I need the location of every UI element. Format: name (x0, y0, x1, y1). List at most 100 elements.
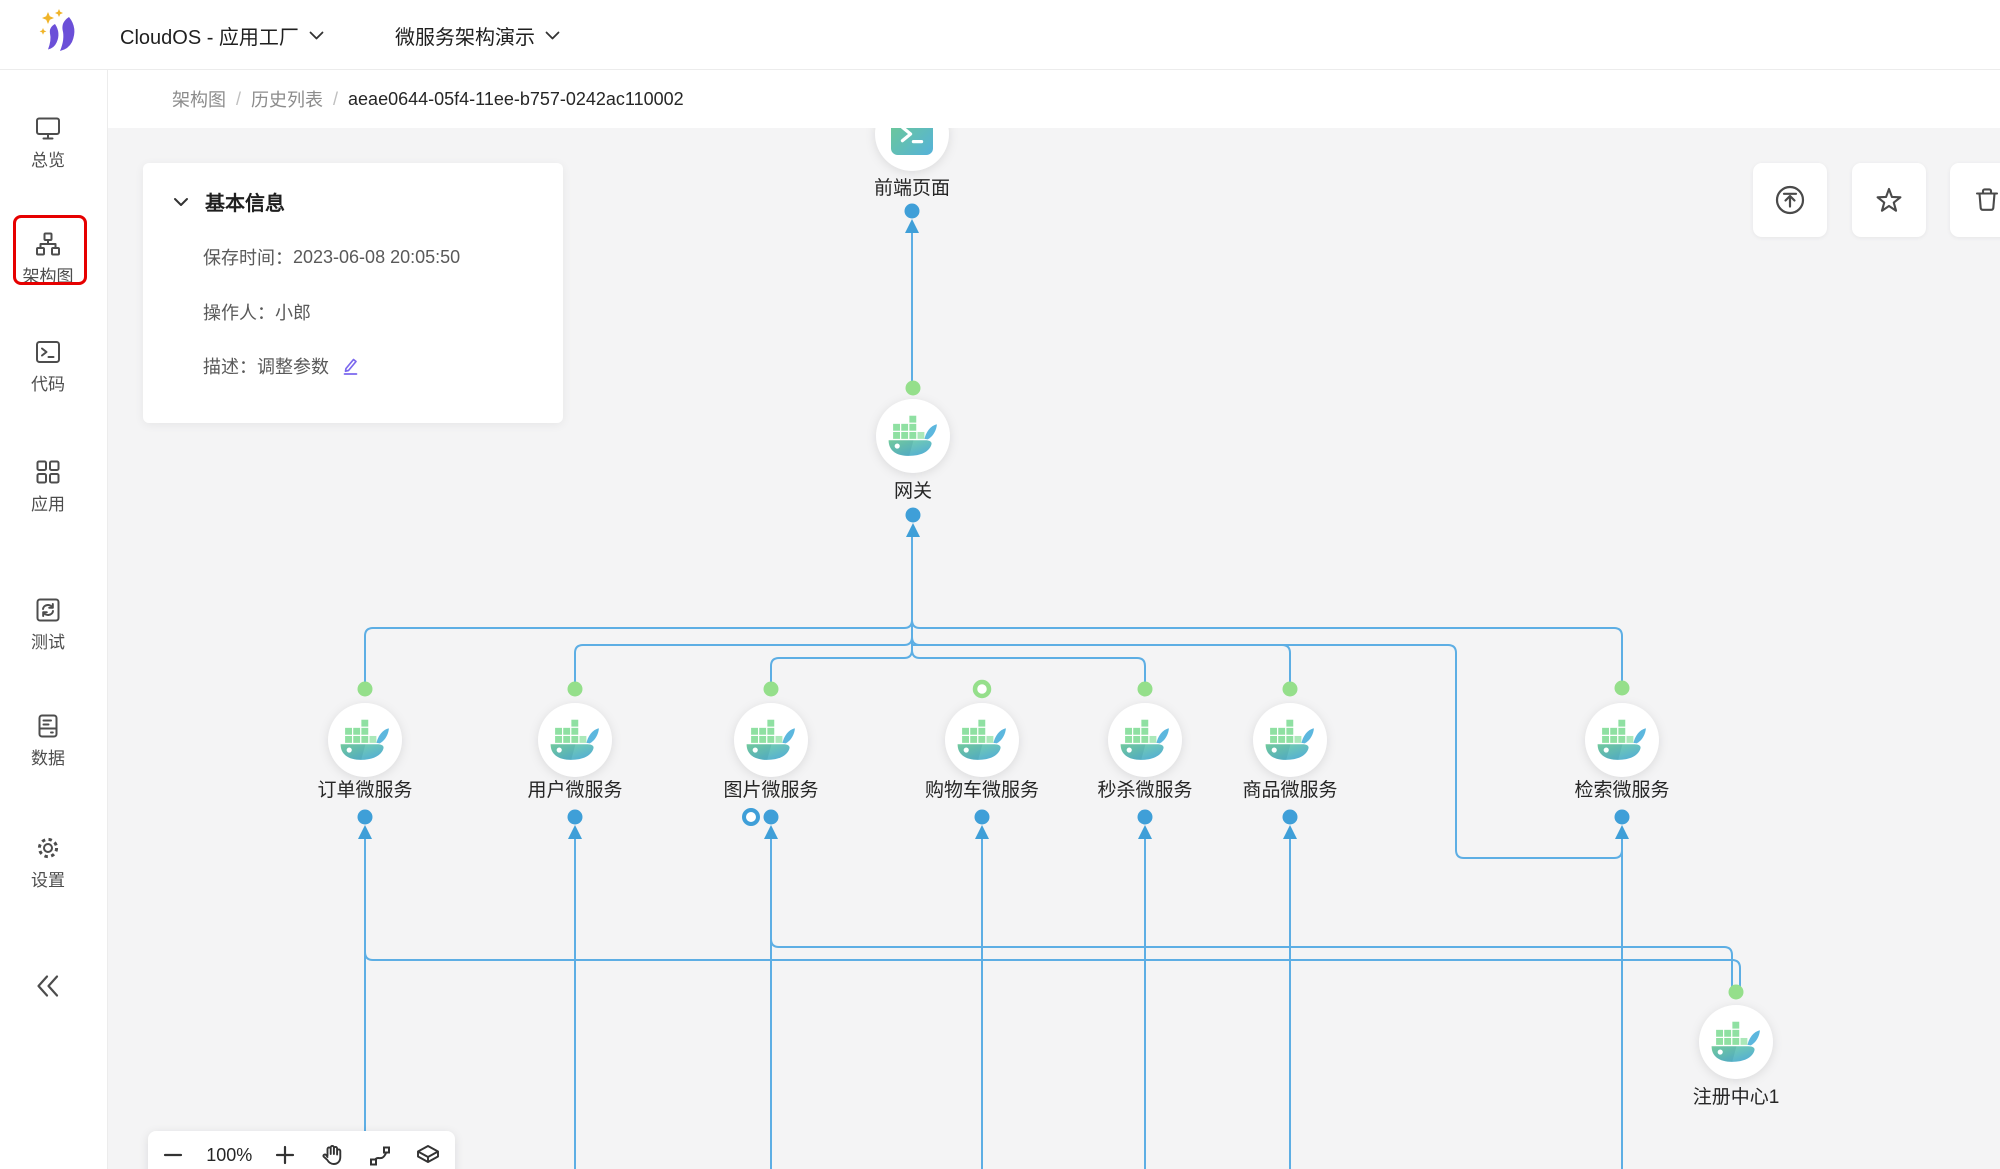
node-seckill[interactable] (1108, 703, 1182, 777)
app-switcher[interactable]: CloudOS - 应用工厂 (120, 0, 324, 70)
user-avatar-icon[interactable] (1986, 6, 2000, 50)
node-cart[interactable] (945, 703, 1019, 777)
sidebar-item-label: 架构图 (22, 267, 74, 286)
node-search[interactable] (1585, 703, 1659, 777)
node-image[interactable] (734, 703, 808, 777)
sidebar-item-code[interactable]: 代码 (0, 338, 96, 395)
arrow-user (568, 825, 582, 839)
port-top-image (763, 681, 779, 697)
port-bottom-seckill (1137, 809, 1153, 825)
arrow-cart (975, 825, 989, 839)
port-top-order (357, 681, 373, 697)
breadcrumb-section[interactable]: 架构图 (172, 90, 226, 110)
sidebar-item-label: 设置 (31, 871, 65, 890)
star-icon (1876, 187, 1902, 212)
breadcrumb: 架构图 / 历史列表 / aeae0644-05f4-11ee-b757-024… (108, 70, 2000, 128)
breadcrumb-current-id: aeae0644-05f4-11ee-b757-0242ac110002 (348, 88, 684, 109)
terminal-icon (36, 341, 60, 363)
breadcrumb-separator: / (333, 88, 339, 109)
node-gateway[interactable] (876, 399, 950, 473)
port-bottom-product (1282, 809, 1298, 825)
connection-tool-button[interactable] (367, 1142, 393, 1168)
breadcrumb-history-list[interactable]: 历史列表 (251, 90, 324, 110)
sidebar-item-architecture[interactable]: 架构图 (0, 230, 96, 287)
port-bottom-user (567, 809, 583, 825)
info-card-title: 基本信息 (205, 193, 285, 215)
port-bottom-image (763, 809, 779, 825)
favorite-button[interactable] (1852, 163, 1926, 237)
node-frontend[interactable] (875, 128, 949, 171)
info-label: 操作人： (203, 303, 275, 323)
edge-branch-into-search[interactable] (911, 644, 1623, 859)
edge-registry-bus-lower[interactable] (364, 838, 1741, 989)
edit-pencil-icon[interactable] (341, 357, 360, 376)
trash-icon (1975, 188, 1999, 211)
port-top-user (567, 681, 583, 697)
port-extra-image (742, 808, 760, 826)
diagram-canvas[interactable]: 前端页面网关订单微服务用户微服务图片微服务购物车微服务秒杀微服务商品微服务检索微… (108, 128, 2000, 1169)
info-row-operator: 操作人： 小郎 (203, 299, 311, 325)
port-top-gateway (905, 380, 921, 396)
edge-user-gateway[interactable] (574, 536, 913, 690)
connection-curve-icon (369, 1146, 390, 1166)
edge-search-gateway[interactable] (911, 536, 1623, 689)
sidebar-item-overview[interactable]: 总览 (0, 114, 96, 171)
port-bottom-search (1614, 809, 1630, 825)
terminal-icon (891, 128, 933, 155)
edge-image-gateway[interactable] (770, 536, 913, 690)
port-top-seckill (1137, 681, 1153, 697)
sidebar-collapse-button[interactable] (0, 973, 96, 999)
diagram-icon (36, 232, 60, 256)
sidebar-item-settings[interactable]: 设置 (0, 834, 96, 891)
zoom-in-button[interactable] (274, 1144, 296, 1166)
sidebar-item-apps[interactable]: 应用 (0, 458, 96, 515)
breadcrumb-separator: / (236, 88, 242, 109)
plus-icon (276, 1145, 295, 1165)
chevron-down-icon (545, 31, 560, 39)
save-time-value: 2023-06-08 20:05:50 (293, 246, 461, 267)
info-row-description: 描述： 调整参数 (203, 353, 360, 379)
project-title: 微服务架构演示 (395, 26, 535, 49)
publish-button[interactable] (1753, 163, 1827, 237)
arrow-search (1615, 825, 1629, 839)
node-order[interactable] (328, 703, 402, 777)
sidebar-nav: 总览 架构图 代码 应用 测试 (0, 70, 108, 1169)
layers-tool-button[interactable] (415, 1142, 441, 1168)
edge-registry-bus-upper[interactable] (770, 838, 1733, 989)
description-value: 调整参数 (257, 357, 329, 377)
port-top-cart (972, 679, 992, 699)
port-top-product (1282, 681, 1298, 697)
sidebar-item-test[interactable]: 测试 (0, 596, 96, 653)
cloudos-logo-icon[interactable] (36, 8, 88, 62)
operator-value: 小郎 (275, 303, 311, 323)
info-label: 保存时间： (203, 248, 293, 268)
delete-button[interactable] (1950, 163, 2000, 237)
pan-tool-button[interactable] (319, 1142, 345, 1168)
hand-icon (322, 1145, 341, 1165)
edge-order-gateway[interactable] (364, 536, 913, 690)
port-top-registry (1728, 984, 1744, 1000)
arrow-image (764, 825, 778, 839)
edge-seckill-gateway[interactable] (911, 536, 1146, 690)
basic-info-card: 基本信息 保存时间： 2023-06-08 20:05:50 操作人： 小郎 描… (143, 163, 563, 423)
layers-box-icon (417, 1145, 439, 1163)
info-row-save-time: 保存时间： 2023-06-08 20:05:50 (203, 244, 460, 270)
zoom-out-button[interactable] (162, 1144, 184, 1166)
arrow-seckill (1138, 825, 1152, 839)
arrow-gateway (906, 523, 920, 537)
sidebar-item-data[interactable]: 数据 (0, 712, 96, 769)
project-switcher[interactable]: 微服务架构演示 (395, 0, 560, 70)
collapse-chevron-icon[interactable] (173, 197, 189, 207)
port-bottom-frontend (904, 203, 920, 219)
chevron-down-icon (309, 31, 324, 39)
edge-product-gateway[interactable] (911, 536, 1291, 690)
node-user[interactable] (538, 703, 612, 777)
port-bottom-order (357, 809, 373, 825)
arrow-order (358, 825, 372, 839)
test-cycle-icon (36, 598, 60, 622)
node-product[interactable] (1253, 703, 1327, 777)
sidebar-item-label: 代码 (31, 375, 65, 394)
monitor-icon (36, 117, 60, 140)
node-registry[interactable] (1699, 1005, 1773, 1079)
